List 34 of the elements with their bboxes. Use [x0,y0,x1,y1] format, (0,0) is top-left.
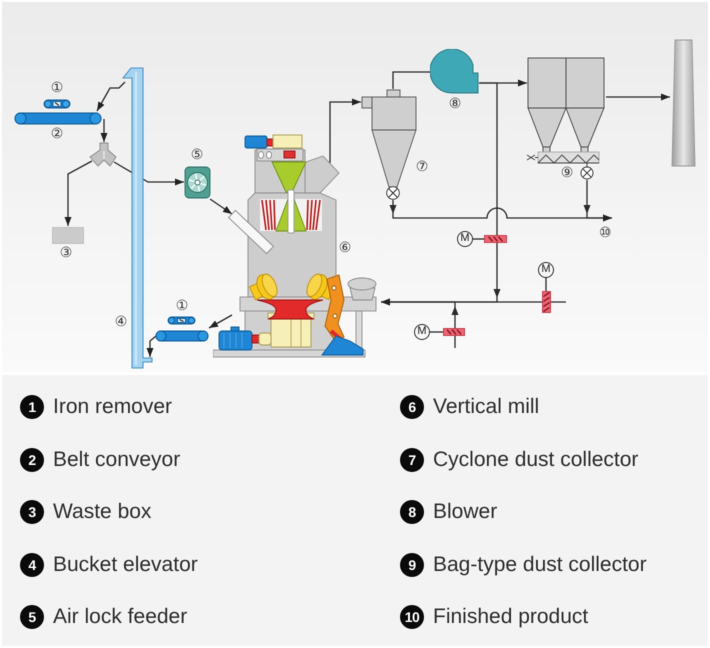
legend-text: Bucket elevator [53,552,198,578]
blower [430,49,479,94]
callout-number: ⑥ [338,240,352,256]
chimney [671,39,696,167]
callout-number: ⑩ [599,225,612,241]
callout-number: ① [176,298,188,314]
legend-text: Bag-type dust collector [433,552,647,578]
belt-conveyor [155,330,209,342]
legend-text: Waste box [53,499,152,525]
valve-symbol [542,291,551,313]
legend-text: Blower [433,499,498,525]
legend-text: Finished product [433,604,588,630]
callout-number: ① [50,80,64,96]
callout-number: ④ [114,314,128,330]
iron-remover [43,99,71,109]
callout-number: ② [50,126,64,142]
three-way-valve [89,142,117,167]
legend-text: Cyclone dust collector [433,446,638,472]
waste-box [52,227,84,244]
legend-text: Vertical mill [433,394,540,420]
legend-text: Iron remover [53,394,172,420]
legend-text: Air lock feeder [53,604,188,630]
callout-number: ⑧ [448,96,462,112]
iron-remover [167,316,196,325]
belt-conveyor [14,112,102,125]
valve-symbol [443,328,465,336]
legend-text: Belt conveyor [53,446,180,472]
valve-symbol [484,235,507,243]
airlock-feeder [184,166,211,199]
callout-number: ⑤ [190,147,204,163]
cyclone-collector [361,89,417,200]
callout-number: ⑦ [416,159,428,175]
callout-number: ⑨ [560,165,574,181]
callout-number: ③ [60,245,72,261]
